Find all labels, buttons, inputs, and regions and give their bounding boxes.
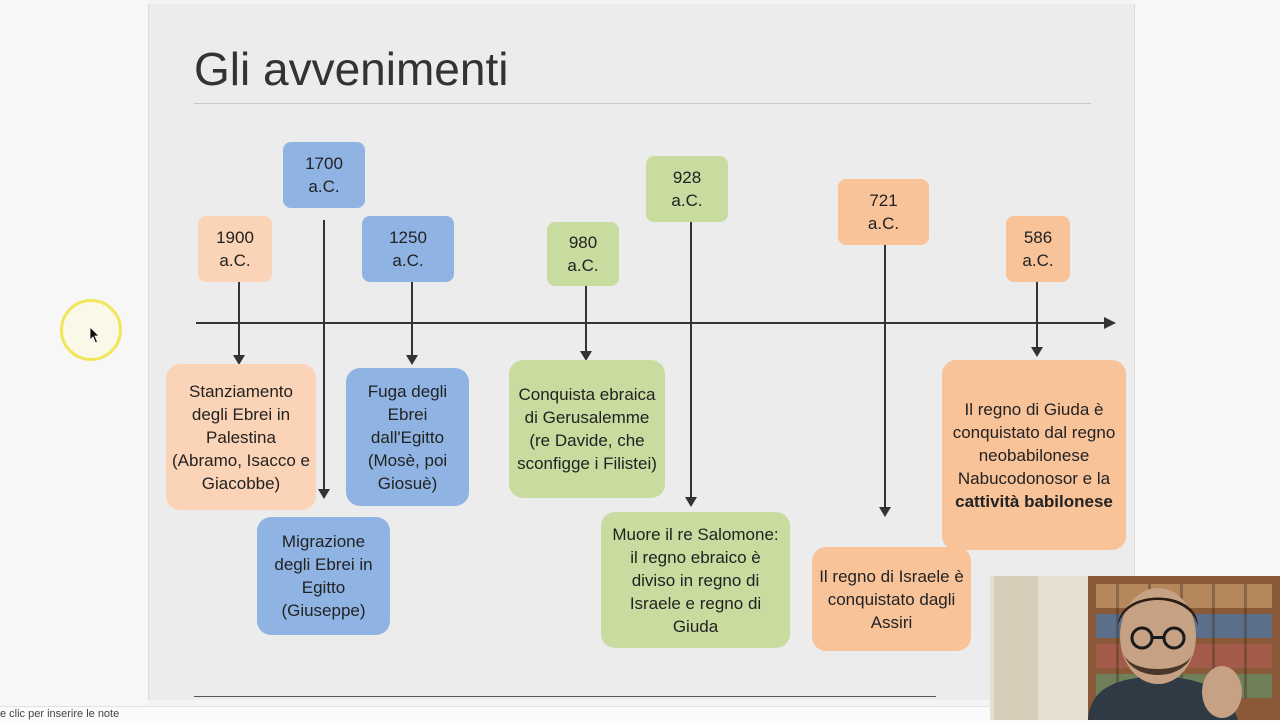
mouse-pointer-icon (89, 326, 100, 344)
slide-canvas[interactable]: Gli avvenimenti 1900 a.C. Stanziamento d… (148, 4, 1135, 700)
left-panel (0, 0, 148, 720)
slide-title[interactable]: Gli avvenimenti (194, 43, 509, 95)
desc-586-bold: cattività babilonese (955, 491, 1113, 511)
desc-586-plain: Il regno di Giuda è conquistato dal regn… (952, 399, 1116, 488)
arrow-928 (685, 222, 697, 507)
notes-pane[interactable] (0, 706, 1280, 721)
notes-divider (194, 696, 936, 697)
notes-placeholder[interactable]: e clic per inserire le note (0, 708, 120, 720)
date-box-928[interactable]: 928 a.C. (646, 156, 728, 222)
date-box-721[interactable]: 721 a.C. (838, 179, 929, 245)
title-divider (194, 103, 1091, 104)
desc-box-1700[interactable]: Migrazione degli Ebrei in Egitto (Giusep… (257, 517, 390, 635)
arrow-980 (580, 286, 592, 361)
webcam-feed-image (990, 576, 1280, 720)
desc-box-1900[interactable]: Stanziamento degli Ebrei in Palestina (A… (166, 364, 316, 510)
arrow-1250 (406, 282, 418, 365)
arrow-1700 (318, 220, 330, 499)
desc-box-721[interactable]: Il regno di Israele è conquistato dagli … (812, 547, 971, 651)
desc-box-586[interactable]: Il regno di Giuda è conquistato dal regn… (942, 360, 1126, 550)
date-box-1900[interactable]: 1900 a.C. (198, 216, 272, 282)
date-box-1700[interactable]: 1700 a.C. (283, 142, 365, 208)
arrow-721 (879, 245, 891, 517)
timeline-axis (196, 322, 1106, 324)
webcam-overlay (990, 576, 1280, 720)
arrow-586 (1031, 282, 1043, 357)
date-box-586[interactable]: 586 a.C. (1006, 216, 1070, 282)
desc-586-text: Il regno di Giuda è conquistato dal regn… (948, 398, 1120, 513)
date-box-980[interactable]: 980 a.C. (547, 222, 619, 286)
desc-box-980[interactable]: Conquista ebraica di Gerusalemme (re Dav… (509, 360, 665, 498)
desc-box-1250[interactable]: Fuga degli Ebrei dall'Egitto (Mosè, poi … (346, 368, 469, 506)
timeline-arrowhead (1104, 317, 1116, 329)
date-box-1250[interactable]: 1250 a.C. (362, 216, 454, 282)
desc-box-928[interactable]: Muore il re Salomone: il regno ebraico è… (601, 512, 790, 648)
arrow-1900 (233, 282, 245, 365)
